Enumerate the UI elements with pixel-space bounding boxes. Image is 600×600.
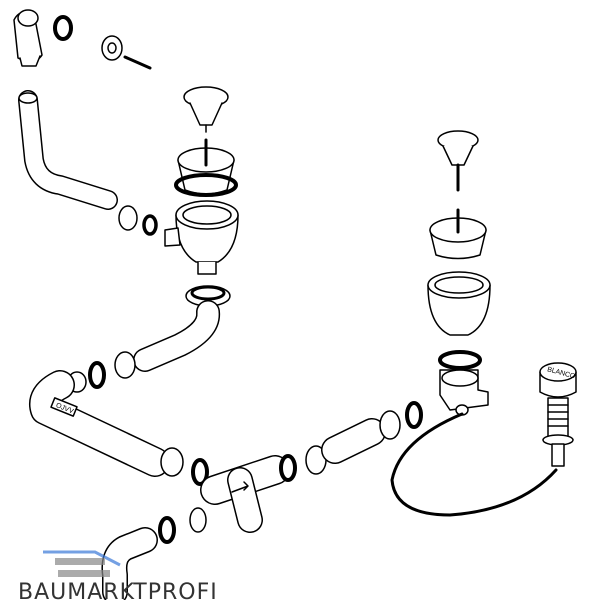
left-drain-body [164, 200, 239, 275]
watermark-text: BAUMARKTPROFI [18, 580, 218, 600]
nut [114, 351, 136, 379]
nut [379, 410, 401, 440]
overflow-ring [53, 15, 73, 41]
overflow-screw [123, 55, 152, 70]
outlet-elbow [101, 527, 158, 600]
overflow-pipe [18, 90, 118, 210]
seal-ring [158, 516, 176, 544]
main-trap-pipe: OJVV [29, 370, 170, 477]
right-strainer-basket [437, 130, 479, 192]
overflow-elbow [13, 9, 43, 67]
nut [189, 507, 207, 533]
popup-control-knob: BLANCO [539, 362, 577, 467]
trap-elbow-pipe [133, 300, 221, 372]
left-seal-ring [174, 173, 238, 197]
nut [160, 447, 184, 477]
seal-ring [88, 361, 106, 389]
right-seal-ring [438, 350, 482, 370]
right-overflow-junction [439, 369, 489, 416]
left-strainer-cup [177, 138, 235, 195]
nut [118, 205, 138, 231]
watermark-logo [43, 550, 121, 577]
left-strainer-basket [183, 86, 229, 133]
t-junction [200, 455, 290, 533]
seal-ring [279, 454, 297, 482]
right-strainer-cup [429, 208, 487, 260]
right-connecting-pipe [321, 418, 386, 464]
seal-ring [191, 458, 209, 486]
right-drain-body [427, 271, 491, 336]
seal-ring [405, 401, 423, 429]
bowden-cable [390, 412, 558, 517]
seal-ring [142, 214, 158, 236]
